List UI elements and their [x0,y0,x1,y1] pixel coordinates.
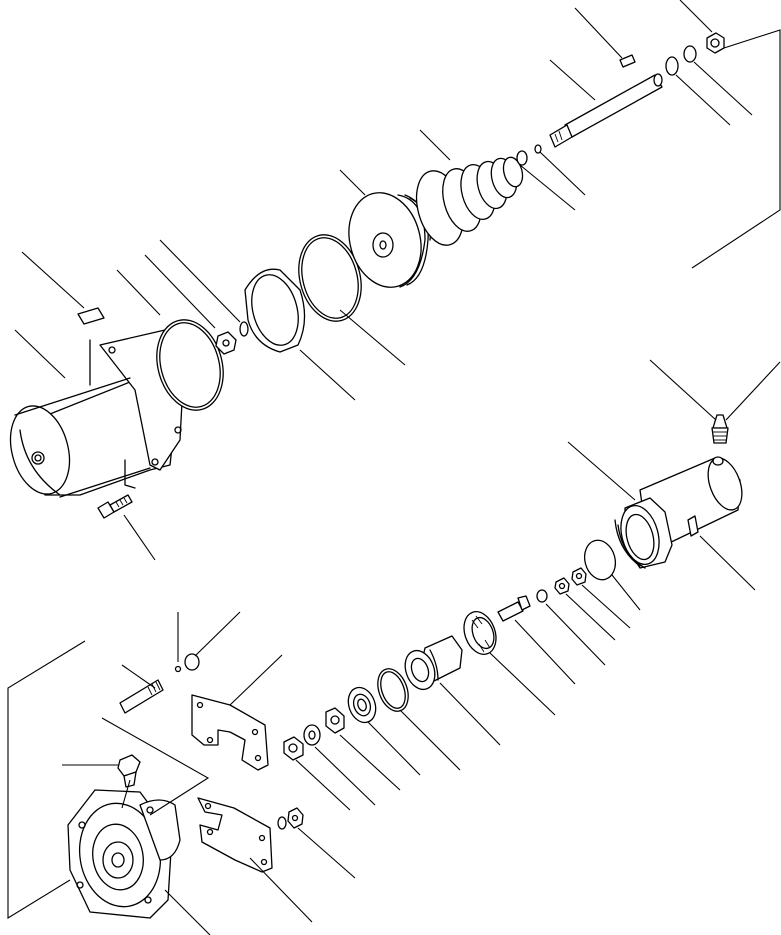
upper-leader-lines [14,0,781,561]
stud-bolt [119,679,164,714]
lower-assembly [67,653,304,919]
plug-bolt [117,754,141,788]
lower-leader-lines [7,611,356,935]
upper-assembly [9,32,725,519]
o-ring-small [583,539,617,581]
motor-housing [9,329,186,498]
small-washer [534,144,542,154]
nut-small [571,567,587,586]
washer-small [554,577,570,595]
middle-assembly [283,414,743,761]
bracket-lower [197,797,273,873]
flange-housing [67,789,181,919]
o-ring [156,319,224,411]
small-pin [174,665,182,673]
piston [404,635,463,691]
gasket [244,268,306,353]
lock-washer [239,321,249,337]
nut-lower [287,807,304,829]
pin [619,54,636,68]
diaphragm-piston [348,192,431,288]
breather-plug [711,414,729,444]
snap-ring-2 [184,653,200,671]
seal-ring [347,686,377,724]
lock-nut [283,736,304,761]
spring-washer [536,589,548,603]
cylinder-body [614,456,743,569]
snap-ring [665,56,679,76]
bearing [463,611,497,655]
label-plate [77,307,105,386]
middle-leader-lines [295,359,781,811]
mounting-bolt [97,494,133,519]
top-nut [706,32,725,54]
nut [215,331,237,355]
retaining-ring [298,234,362,322]
small-bolt [497,595,531,622]
washer [516,150,528,166]
bellows-boot [415,156,524,246]
collar [325,707,345,734]
bracket-upper [191,694,269,771]
push-rod [549,73,663,148]
washer-lower [277,816,287,830]
